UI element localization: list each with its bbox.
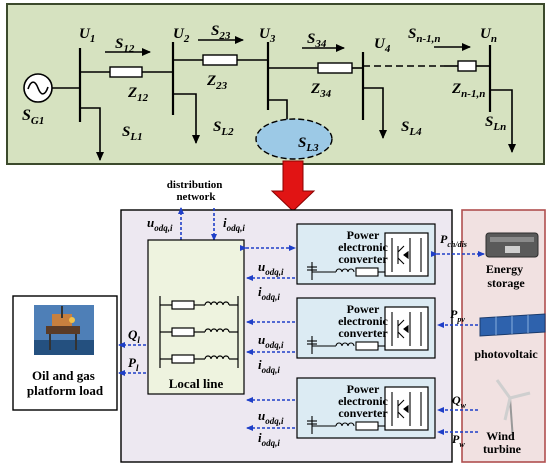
- wind-turbine-icon: [495, 379, 531, 441]
- oil-platform-icon: [34, 305, 94, 355]
- impedance-boxes: [109, 54, 477, 78]
- load-power-arrows: [118, 342, 146, 376]
- bus-u1-label: U1: [79, 26, 95, 45]
- ql-label: Ql: [128, 327, 140, 345]
- energy-storage-label: Energy storage: [486, 262, 526, 290]
- generator-icon: [23, 73, 80, 103]
- solar-panel-icon: [479, 313, 546, 337]
- source-label: SG1: [22, 107, 44, 127]
- network-ports: [178, 207, 217, 241]
- filter-symbols: [307, 262, 385, 434]
- distribution-network-label: distribution network: [167, 179, 225, 203]
- source-power-arrows: [431, 251, 485, 435]
- platform-load-label: Oil and gas platform load: [27, 368, 104, 398]
- connection-arrow: [270, 160, 316, 212]
- switch-symbols: [391, 238, 422, 426]
- pl-label: Pl: [128, 355, 139, 373]
- photovoltaic-label: photovoltaic: [474, 347, 538, 361]
- branch-lines: [80, 59, 490, 73]
- load-l3-highlight: [255, 118, 333, 160]
- battery-icon: [485, 232, 539, 258]
- busbars: [78, 42, 492, 122]
- converter-signal-arrows: [240, 245, 296, 431]
- flow-arrows: [105, 36, 471, 56]
- local-line-impedances: [159, 296, 239, 368]
- local-line-label: Local line: [169, 376, 224, 391]
- local-line-box: [147, 239, 245, 395]
- load-feeders: [80, 87, 516, 161]
- wind-turbine-label: Wind turbine: [483, 429, 522, 456]
